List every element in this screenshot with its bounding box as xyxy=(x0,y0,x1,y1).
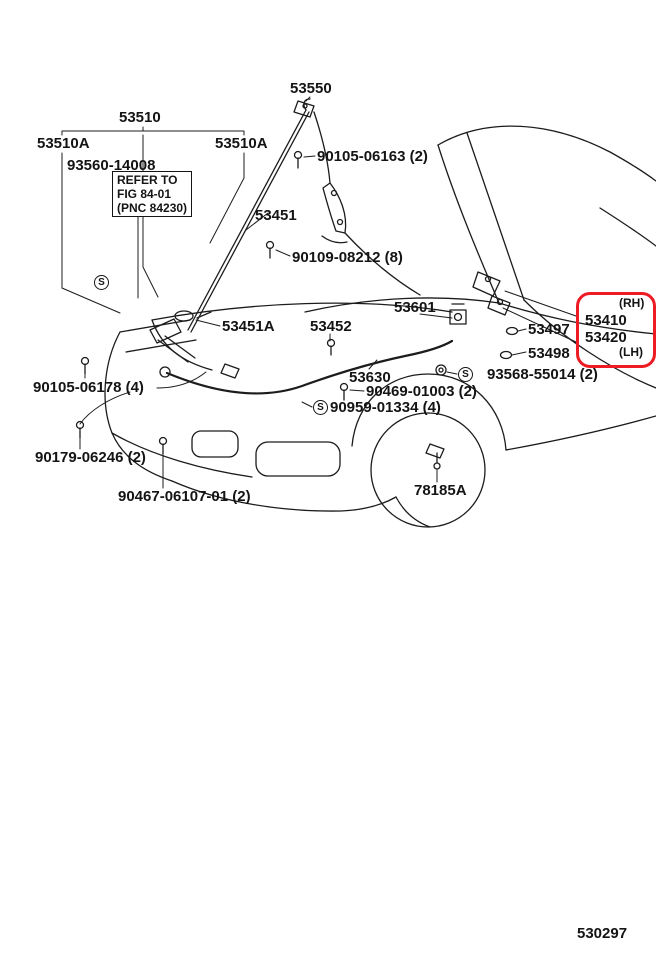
part-label-53451a: 53451A xyxy=(222,318,275,335)
part-label-93560-14008: 93560-14008 xyxy=(67,157,156,174)
part-label-90179-06246-2: 90179-06246 (2) xyxy=(35,449,146,466)
figure-number: 530297 xyxy=(577,925,628,942)
part-label-53550: 53550 xyxy=(290,80,332,97)
part-label-78185a: 78185A xyxy=(414,482,467,499)
part-label-90105-06178-4: 90105-06178 (4) xyxy=(33,379,144,396)
part-label-93568-55014-2: 93568-55014 (2) xyxy=(487,366,598,383)
part-label-53630: 53630 xyxy=(349,369,391,386)
part-label-90109-08212-8: 90109-08212 (8) xyxy=(292,249,403,266)
part-label-53510a: 53510A xyxy=(37,135,90,152)
part-label-90469-01003-2: 90469-01003 (2) xyxy=(366,383,477,400)
part-label-53498: 53498 xyxy=(528,345,570,362)
part-label-53410: 53410 xyxy=(585,312,627,329)
part-label-53451: 53451 xyxy=(255,207,297,224)
refer-note-box: REFER TO FIG 84-01 (PNC 84230) xyxy=(112,171,193,218)
part-label-53510: 53510 xyxy=(119,109,161,126)
part-label-90467-06107-01-2: 90467-06107-01 (2) xyxy=(118,488,251,505)
part-label-90959-01334-4: 90959-01334 (4) xyxy=(330,399,441,416)
part-label-lh: (LH) xyxy=(619,345,643,359)
part-label-rh: (RH) xyxy=(619,296,645,310)
refer-note-line: (PNC 84230) xyxy=(117,201,188,216)
part-label-53452: 53452 xyxy=(310,318,352,335)
refer-note-line: FIG 84-01 xyxy=(117,187,172,202)
leader-lines-group xyxy=(61,96,577,489)
part-label-53497: 53497 xyxy=(528,321,570,338)
refer-note-line: REFER TO xyxy=(117,173,178,187)
circled-s-symbol: S xyxy=(458,367,473,382)
circled-s-symbol: S xyxy=(94,275,109,290)
part-label-53601: 53601 xyxy=(394,299,436,316)
circled-s-symbol: S xyxy=(313,400,328,415)
car-body-group xyxy=(75,98,656,528)
part-label-53510a: 53510A xyxy=(215,135,268,152)
highlight-box xyxy=(576,292,656,368)
part-label-53420: 53420 xyxy=(585,329,627,346)
part-label-90105-06163-2: 90105-06163 (2) xyxy=(317,148,428,165)
